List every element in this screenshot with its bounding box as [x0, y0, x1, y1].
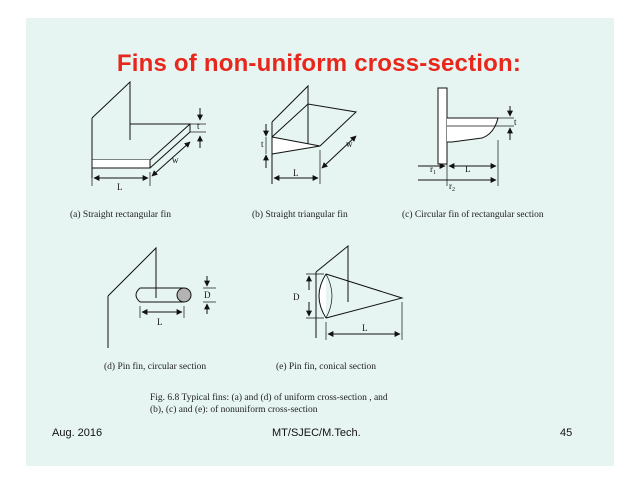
footer-source: MT/SJEC/M.Tech.	[272, 427, 361, 439]
figure-note-line1: Fig. 6.8 Typical fins: (a) and (d) of un…	[150, 393, 388, 403]
fin-b-profile	[271, 136, 321, 155]
pin-d-body	[140, 287, 184, 303]
cone-e-body	[325, 273, 404, 319]
label-e-D: D	[293, 292, 300, 302]
label-c-r2: r2	[449, 181, 455, 193]
label-b-w: w	[346, 139, 353, 149]
label-d-L: L	[157, 317, 163, 327]
caption-b: (b) Straight triangular fin	[252, 210, 348, 220]
label-b-L: L	[293, 168, 299, 178]
fin-a-front	[91, 160, 151, 169]
label-a-w: w	[172, 155, 179, 165]
label-c-r1: r1	[430, 164, 436, 176]
label-b-t: t	[261, 139, 264, 149]
label-e-L: L	[362, 323, 368, 333]
fin-b-straight-triangular	[263, 84, 358, 184]
caption-d: (d) Pin fin, circular section	[104, 362, 207, 372]
label-c-t: t	[514, 117, 517, 127]
fin-b-top	[271, 103, 358, 147]
label-c-L: L	[465, 164, 471, 174]
fin-c-profile	[447, 117, 499, 143]
slide-title: Fins of non-uniform cross-section:	[116, 50, 522, 77]
footer-page-number: 45	[560, 427, 573, 439]
wall-d	[107, 246, 157, 348]
fin-d-pin-circular	[107, 246, 216, 348]
cone-e-base	[318, 273, 327, 319]
slide-background	[26, 18, 614, 466]
label-d-D: D	[204, 290, 211, 300]
caption-c: (c) Circular fin of rectangular section	[402, 210, 544, 220]
wall-e	[315, 244, 349, 338]
caption-e: (e) Pin fin, conical section	[276, 362, 376, 372]
caption-a: (a) Straight rectangular fin	[70, 210, 172, 220]
pin-d-end	[176, 287, 192, 303]
figure-note-line2: (b), (c) and (e): of nonuniform cross-se…	[150, 405, 318, 415]
wall-b	[271, 84, 309, 184]
label-a-L: L	[117, 182, 123, 192]
fin-a-side	[149, 124, 191, 169]
footer-date: Aug. 2016	[52, 427, 103, 439]
fin-c-circular	[418, 87, 514, 186]
fin-a-straight-rectangular	[91, 80, 206, 186]
label-a-t: t	[197, 121, 200, 131]
fin-e-pin-conical	[306, 244, 404, 340]
tube-c	[437, 87, 448, 165]
